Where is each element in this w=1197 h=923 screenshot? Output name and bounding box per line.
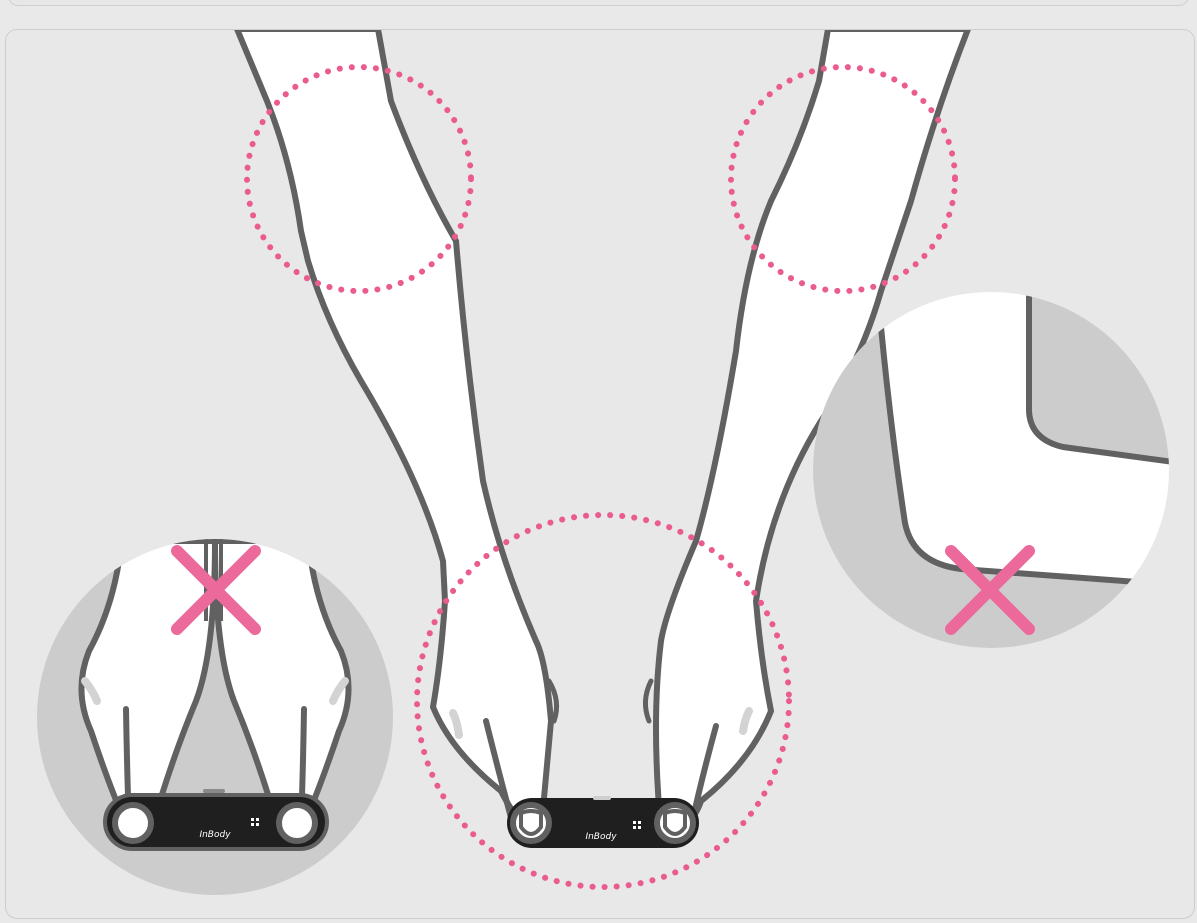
arm-position-illustration: InBody <box>6 30 1195 919</box>
center-device-brand: InBody <box>585 832 617 842</box>
center-device: InBody <box>507 796 699 848</box>
top-panel <box>8 0 1189 6</box>
left-zoom-circle: InBody <box>37 537 393 895</box>
left-device-brand: InBody <box>199 830 231 840</box>
illustration-panel: InBody <box>5 29 1195 919</box>
right-zoom-circle <box>813 291 1181 661</box>
